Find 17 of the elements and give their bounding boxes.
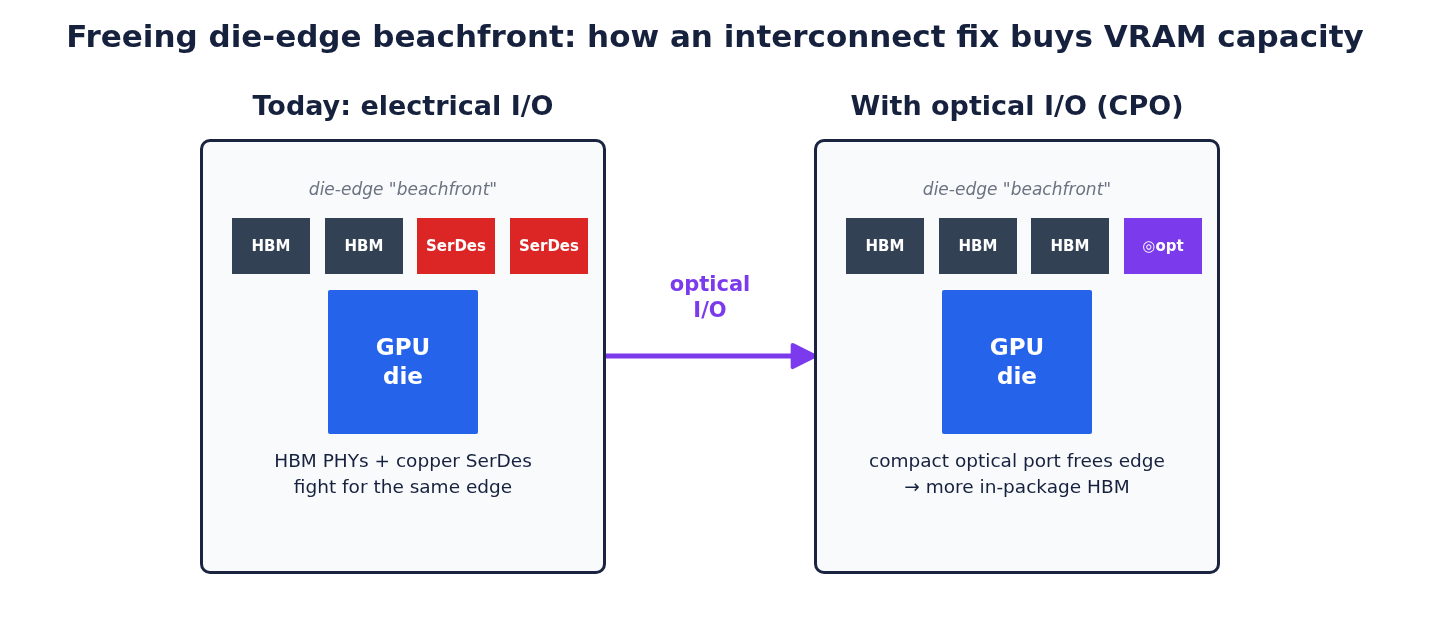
memory-chip: HBM [1031,218,1109,274]
panel-heading: Today: electrical I/O [251,90,555,121]
panel-caption: compact optical port frees edge → more in-package HBM [868,449,1166,499]
edge-caption: die-edge "beachfront" [921,179,1113,199]
serdes-chip: SerDes [510,218,588,274]
diagram-title: Freeing die-edge beachfront: how an interconnect fix buys VRAM capacity [65,18,1365,54]
memory-chip: HBM [232,218,310,274]
serdes-chip: SerDes [417,218,495,274]
optical-port-chip: ◎opt [1124,218,1202,274]
gpu-die: GPU die [942,290,1092,434]
memory-chip: HBM [846,218,924,274]
gpu-die: GPU die [328,290,478,434]
memory-chip: HBM [939,218,1017,274]
panel-heading: With optical I/O (CPO) [849,90,1185,121]
memory-chip: HBM [325,218,403,274]
panel-caption: HBM PHYs + copper SerDes fight for the same edge [273,449,533,499]
edge-caption: die-edge "beachfront" [307,179,499,199]
